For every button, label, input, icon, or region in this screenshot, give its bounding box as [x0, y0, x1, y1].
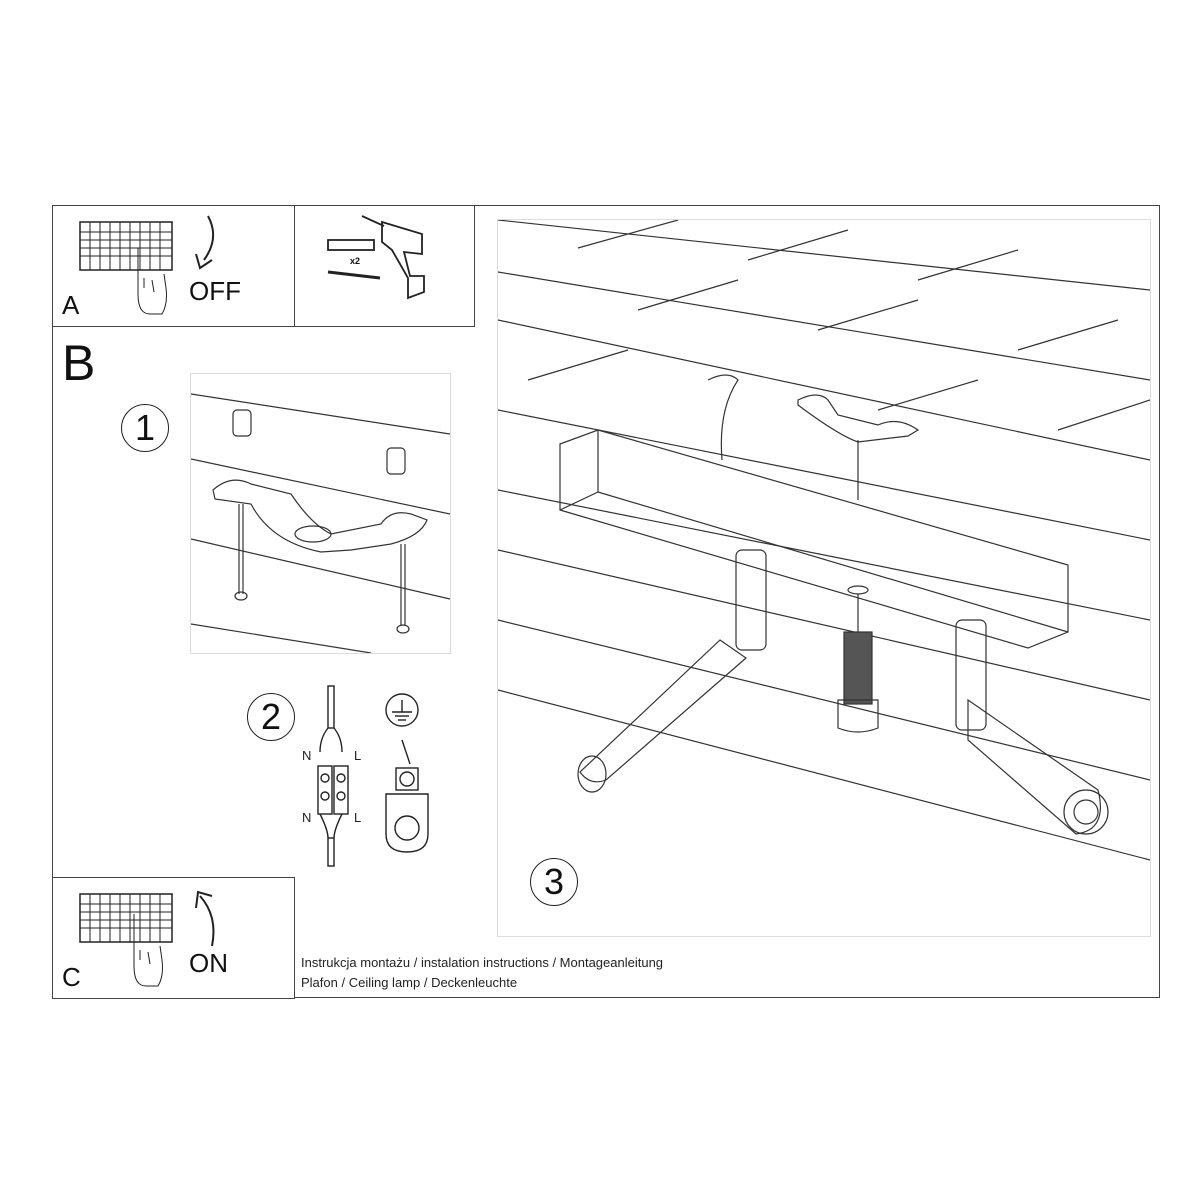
arrow-up-icon	[195, 890, 215, 947]
step-2-wiring-diagram: N L N L	[302, 685, 429, 867]
step-3-ceiling-lamp-diagram	[497, 219, 1151, 937]
wire-neutral-top: N	[302, 748, 311, 763]
step-2-badge: 2	[247, 693, 295, 741]
section-c-panel	[52, 877, 295, 999]
section-b-label: B	[62, 335, 96, 391]
footer-product-line: Plafon / Ceiling lamp / Deckenleuchte	[301, 975, 518, 990]
step-1-badge: 1	[121, 404, 169, 452]
breaker-panel-off-icon	[79, 221, 173, 315]
drill-and-dowels-icon: x2	[327, 215, 425, 300]
section-c-label: C	[62, 962, 81, 992]
step-1-mounting-bracket-diagram	[190, 373, 451, 654]
section-c-action: ON	[189, 948, 228, 978]
section-a-action: OFF	[189, 276, 241, 306]
dowel-count: x2	[350, 256, 360, 266]
step-3-badge: 3	[530, 858, 578, 906]
section-a-panel	[52, 205, 295, 327]
tools-panel	[294, 205, 475, 327]
footer-title-line: Instrukcja montażu / instalation instruc…	[301, 955, 664, 970]
arrow-down-icon	[195, 215, 215, 270]
section-a-label: A	[62, 290, 80, 320]
breaker-panel-on-icon	[79, 893, 173, 987]
wire-neutral-bottom: N	[302, 810, 311, 825]
instruction-frame	[52, 205, 1160, 998]
wire-live-bottom: L	[354, 810, 361, 825]
wire-live-top: L	[354, 748, 361, 763]
